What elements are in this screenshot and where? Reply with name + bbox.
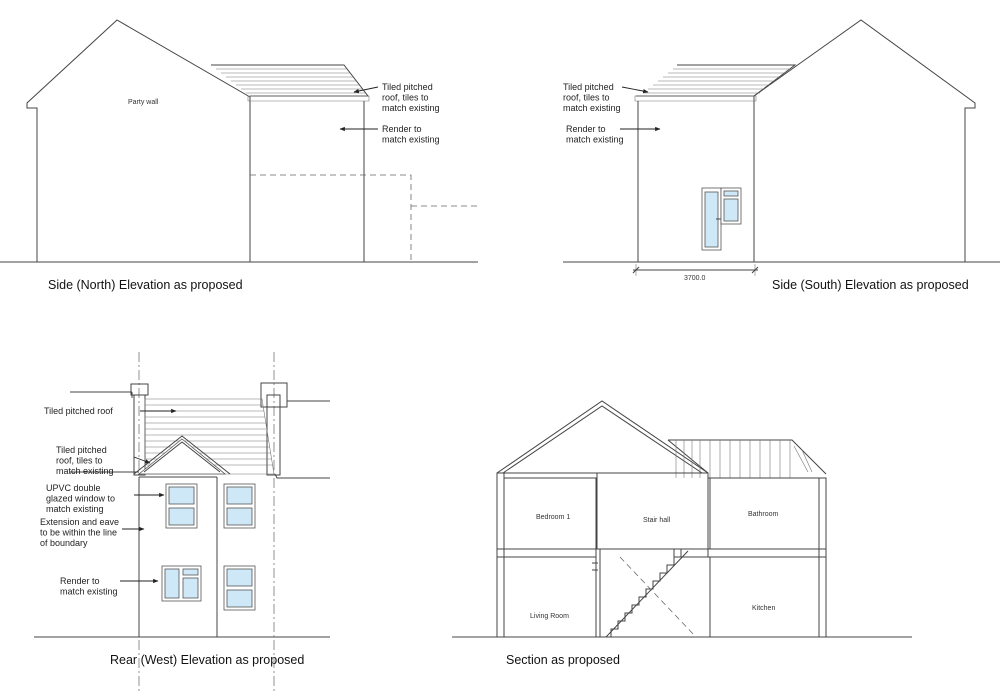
section-roof-rafters [675, 440, 813, 478]
south-roof-tiles [643, 68, 790, 94]
room-bedroom-1 [503, 477, 597, 550]
south-dimension: 3700.0 [632, 264, 759, 282]
room-living [503, 556, 597, 638]
rear-window-lower-left [161, 565, 202, 602]
rear-roof-tiles [145, 404, 273, 466]
section-bedroom-label: Bedroom 1 [536, 514, 570, 521]
rear-boundary-note: Extension and eave to be within the line… [40, 517, 122, 548]
north-render-note: Render to match existing [382, 124, 440, 145]
rear-ext-roof-note: Tiled pitched roof, tiles to match exist… [56, 445, 114, 476]
section-stairs [592, 548, 709, 638]
north-roof-note: Tiled pitched roof, tiles to match exist… [382, 82, 440, 113]
rear-window-lower-right [223, 565, 256, 611]
north-elevation-title: Side (North) Elevation as proposed [48, 278, 243, 292]
rear-window-upper-right [223, 483, 256, 529]
south-elevation: 3700.0 Tiled pitched roof, tiles to matc… [563, 19, 1000, 292]
rear-main-roof-note: Tiled pitched roof [44, 406, 113, 416]
section-living-label: Living Room [530, 613, 569, 620]
rear-window-upper-left [165, 483, 198, 529]
room-stair-hall [596, 472, 709, 550]
rear-window-note: UPVC double glazed window to match exist… [46, 483, 118, 514]
room-bathroom [709, 477, 820, 550]
section-bathroom-label: Bathroom [748, 511, 779, 518]
south-render-note: Render to match existing [566, 124, 624, 145]
section-stair-hall-label: Stair hall [643, 517, 671, 524]
section-kitchen-label: Kitchen [752, 605, 775, 612]
south-roof-note: Tiled pitched roof, tiles to match exist… [563, 82, 621, 113]
south-door [701, 187, 722, 251]
rear-elevation-title: Rear (West) Elevation as proposed [110, 653, 304, 667]
south-window [720, 187, 742, 225]
north-party-wall-label: Party wall [128, 99, 159, 106]
rear-elevation: Tiled pitched roof Tiled pitched roof, t… [34, 352, 330, 692]
south-dimension-label: 3700.0 [684, 275, 706, 282]
north-elevation: Party wall Tiled pitched roof, tiles to … [0, 19, 478, 292]
room-kitchen [709, 556, 820, 638]
section-title: Section as proposed [506, 653, 620, 667]
section: Bedroom 1 Stair hall Bathroom Living Roo… [452, 400, 912, 667]
rear-render-note: Render to match existing [60, 576, 118, 597]
south-elevation-title: Side (South) Elevation as proposed [772, 278, 969, 292]
north-roof-tiles [216, 68, 365, 94]
